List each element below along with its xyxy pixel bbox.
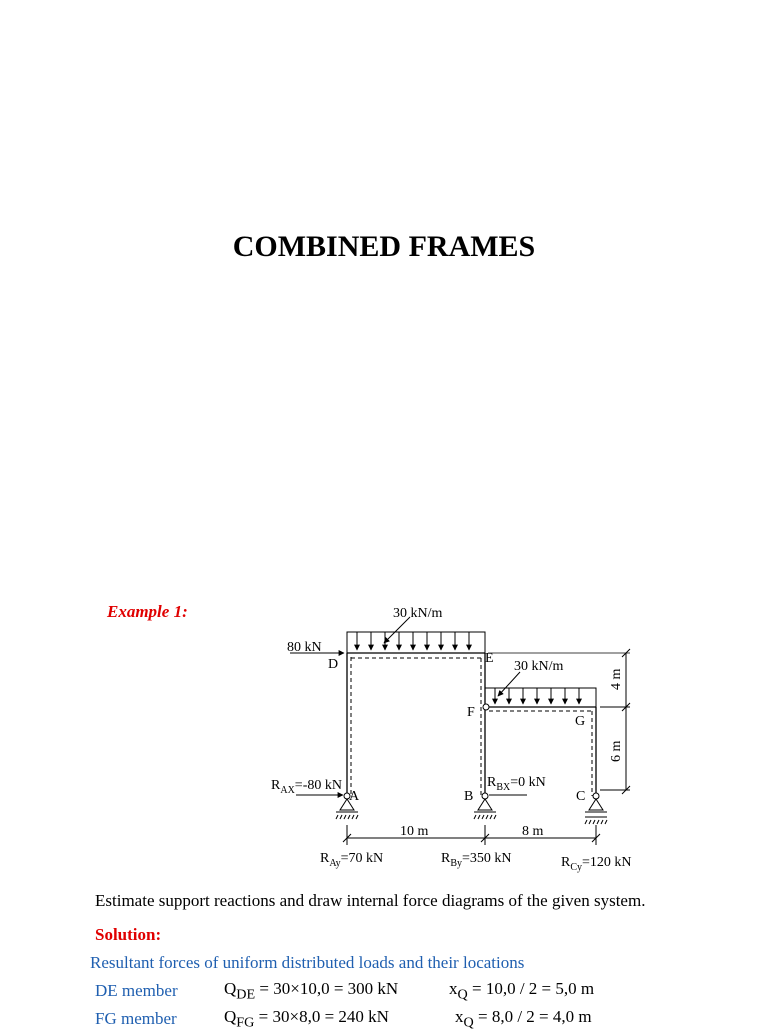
load-fg-label: 30 kN/m bbox=[514, 659, 564, 674]
member-de-location-equation: xQ = 10,0 / 2 = 5,0 m bbox=[449, 979, 595, 1003]
example-label: Example 1: bbox=[107, 602, 188, 621]
member-de-force-equation: QDE = 30×10,0 = 300 kN bbox=[224, 979, 399, 1003]
reaction-ray: RAy=70 kN bbox=[320, 851, 383, 869]
page-title: COMBINED FRAMES bbox=[232, 230, 536, 263]
frame-members bbox=[346, 652, 597, 796]
support-b bbox=[473, 792, 497, 820]
height-bottom-label: 6 m bbox=[609, 741, 624, 763]
node-b: B bbox=[464, 789, 473, 804]
member-de-label: DE member bbox=[95, 981, 178, 1000]
node-d: D bbox=[328, 657, 338, 672]
frame-diagram: 30 kN/m 30 kN/m 80 kN D E F G A B C bbox=[271, 606, 632, 873]
member-fg-location-equation: xQ = 8,0 / 2 = 4,0 m bbox=[455, 1007, 592, 1031]
distributed-load-fg bbox=[484, 671, 597, 708]
support-c bbox=[584, 792, 608, 825]
solution-label: Solution: bbox=[95, 925, 162, 944]
support-a bbox=[335, 792, 359, 820]
node-g: G bbox=[575, 714, 585, 729]
span-dimensions bbox=[342, 825, 601, 845]
task-statement: Estimate support reactions and draw inte… bbox=[95, 891, 646, 910]
span-ab-label: 10 m bbox=[400, 824, 429, 839]
resultant-heading: Resultant forces of uniform distributed … bbox=[90, 953, 525, 972]
reaction-rbx: RBX=0 kN bbox=[487, 775, 546, 793]
reaction-rby: RBy=350 kN bbox=[441, 851, 512, 869]
node-c: C bbox=[576, 789, 585, 804]
span-bc-label: 8 m bbox=[522, 824, 544, 839]
hinge-f bbox=[482, 703, 490, 711]
member-fg-label: FG member bbox=[95, 1009, 177, 1028]
distributed-load-de bbox=[346, 616, 486, 654]
node-f: F bbox=[467, 705, 475, 720]
member-fg-force-equation: QFG = 30×8,0 = 240 kN bbox=[224, 1007, 389, 1031]
point-load-label: 80 kN bbox=[287, 640, 322, 655]
node-e: E bbox=[485, 651, 494, 666]
height-top-label: 4 m bbox=[609, 669, 624, 691]
node-a: A bbox=[349, 789, 360, 804]
reaction-rax: RAX=-80 kN bbox=[271, 778, 342, 796]
reaction-rcy: RCy=120 kN bbox=[561, 855, 632, 873]
height-dimensions bbox=[488, 648, 631, 795]
load-de-label: 30 kN/m bbox=[393, 606, 443, 621]
